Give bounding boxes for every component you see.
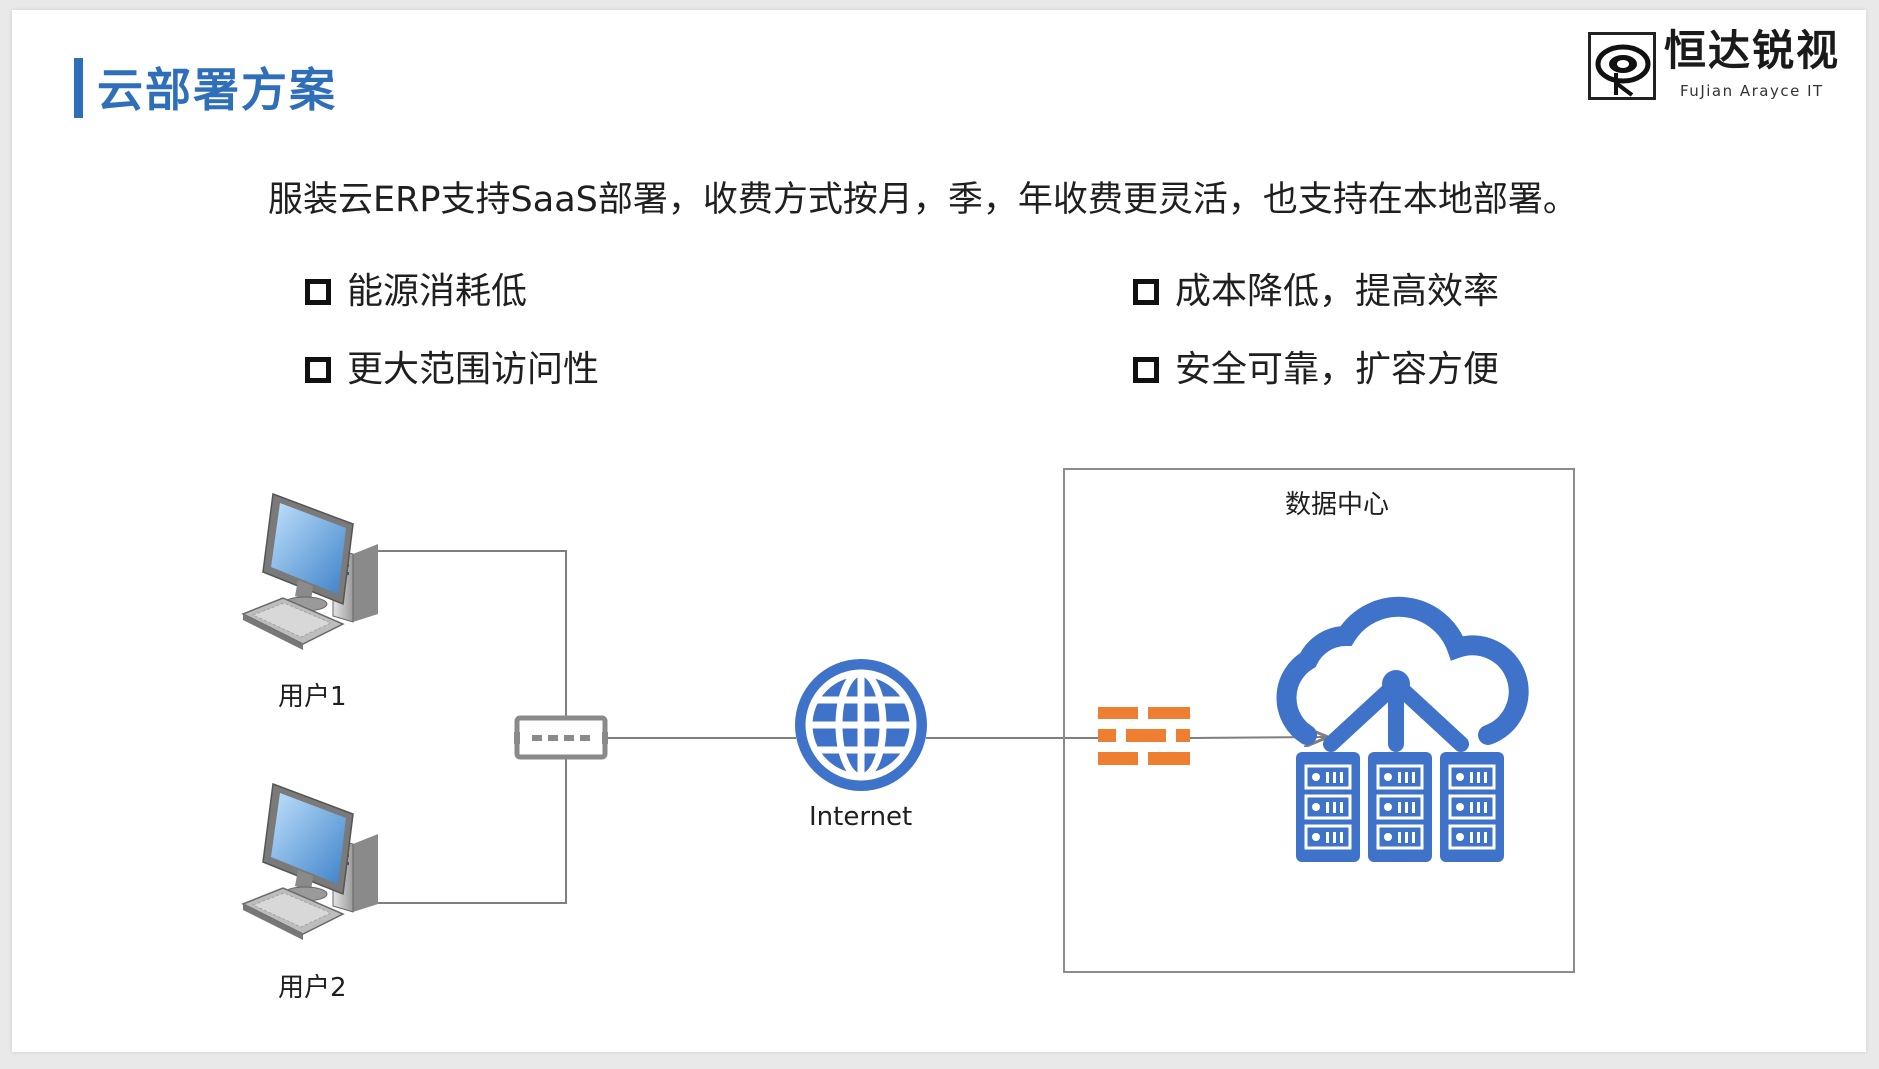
user1-label: 用户1 [278, 682, 347, 712]
feature-label: 更大范围访问性 [347, 349, 600, 390]
feature-label: 成本降低，提高效率 [1175, 271, 1500, 312]
globe-icon [795, 659, 927, 791]
brand-logo: 恒达锐视 FuJian Arayce IT [1588, 24, 1838, 104]
checkbox-square-icon [305, 279, 331, 305]
connection-lines [372, 550, 1326, 904]
link-user2-switch [372, 758, 567, 904]
page-title: 云部署方案 [97, 63, 337, 117]
user2-label: 用户2 [278, 973, 347, 1003]
brand-name: 恒达锐视 [1664, 26, 1841, 75]
brand-subtitle: FuJian Arayce IT [1680, 82, 1824, 100]
intro-text: 服装云ERP支持SaaS部署，收费方式按月，季，年收费更灵活，也支持在本地部署。 [268, 180, 1578, 220]
checkbox-square-icon [1133, 279, 1159, 305]
internet-label: Internet [809, 802, 913, 832]
link-user1-switch [372, 550, 567, 716]
firewall-icon [1098, 707, 1190, 765]
feature-item: 成本降低，提高效率 [1133, 270, 1499, 314]
feature-item: 更大范围访问性 [305, 348, 599, 392]
desktop-computer-icon [242, 493, 379, 651]
title-accent-bar [74, 58, 83, 118]
feature-label: 安全可靠，扩容方便 [1175, 349, 1500, 390]
cloud-server-icon [1276, 596, 1529, 862]
logo-mark-icon [1588, 32, 1656, 100]
desktop-computer-icon [242, 783, 379, 941]
feature-label: 能源消耗低 [347, 271, 528, 312]
checkbox-square-icon [305, 357, 331, 383]
datacenter-label: 数据中心 [1285, 490, 1390, 520]
datacenter-frame [1063, 468, 1575, 973]
feature-item: 能源消耗低 [305, 270, 527, 314]
checkbox-square-icon [1133, 357, 1159, 383]
feature-item: 安全可靠，扩容方便 [1133, 348, 1499, 392]
network-switch-icon [514, 715, 608, 760]
